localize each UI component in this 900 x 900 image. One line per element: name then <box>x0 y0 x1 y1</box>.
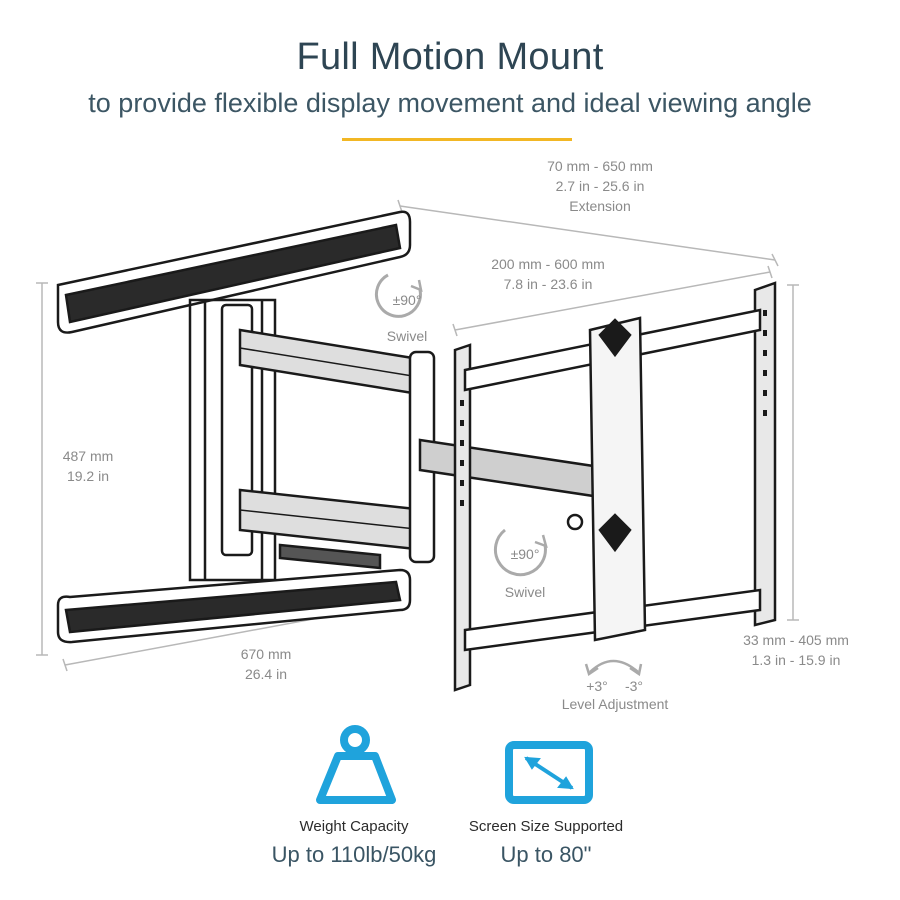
level-minus: -3° <box>624 678 644 694</box>
swivel-bottom-angle: ±90° <box>510 546 540 562</box>
vesa-horizontal-imperial: 7.8 in - 23.6 in <box>503 276 593 292</box>
height-imperial: 19.2 in <box>66 468 110 484</box>
page-title: Full Motion Mount <box>296 36 604 78</box>
tv-bracket <box>453 281 777 692</box>
level-label: Level Adjustment <box>561 696 669 712</box>
vertical-range-metric: 33 mm - 405 mm <box>743 632 849 648</box>
swivel-bottom-label: Swivel <box>504 584 546 600</box>
vesa-horizontal-metric: 200 mm - 600 mm <box>491 256 605 272</box>
swivel-top-label: Swivel <box>386 328 428 344</box>
swivel-top-arrow <box>374 273 423 318</box>
vertical-range-imperial: 1.3 in - 15.9 in <box>751 652 841 668</box>
screen-size-value: Up to 80" <box>500 842 592 867</box>
wall-plate <box>56 210 412 644</box>
weight-icon <box>316 725 396 804</box>
swivel-top-angle: ±90° <box>392 292 422 308</box>
bracket-holes <box>460 310 767 506</box>
width-metric: 670 mm <box>240 646 292 662</box>
level-plus: +3° <box>586 678 608 694</box>
page-subtitle: to provide flexible display movement and… <box>88 88 812 118</box>
screen-size-label: Screen Size Supported <box>468 818 624 835</box>
screen-size-icon <box>505 741 593 804</box>
accent-divider <box>342 138 572 141</box>
swivel-bottom-arrow <box>494 528 548 577</box>
height-dimension: 487 mm 19.2 in <box>48 446 128 486</box>
vesa-horizontal-dimension: 200 mm - 600 mm 7.8 in - 23.6 in <box>468 254 628 294</box>
weight-capacity-value: Up to 110lb/50kg <box>271 842 437 867</box>
weight-capacity-label: Weight Capacity <box>299 818 409 835</box>
width-dimension: 670 mm 26.4 in <box>226 644 306 684</box>
height-metric: 487 mm <box>62 448 114 464</box>
level-arrow <box>584 659 643 677</box>
width-imperial: 26.4 in <box>244 666 288 682</box>
extension-dimension: 70 mm - 650 mm 2.7 in - 25.6 in Extensio… <box>520 156 680 216</box>
extension-label: Extension <box>569 198 631 214</box>
extension-imperial: 2.7 in - 25.6 in <box>555 178 645 194</box>
vertical-range-dimension: 33 mm - 405 mm 1.3 in - 15.9 in <box>726 630 866 670</box>
extension-metric: 70 mm - 650 mm <box>547 158 653 174</box>
